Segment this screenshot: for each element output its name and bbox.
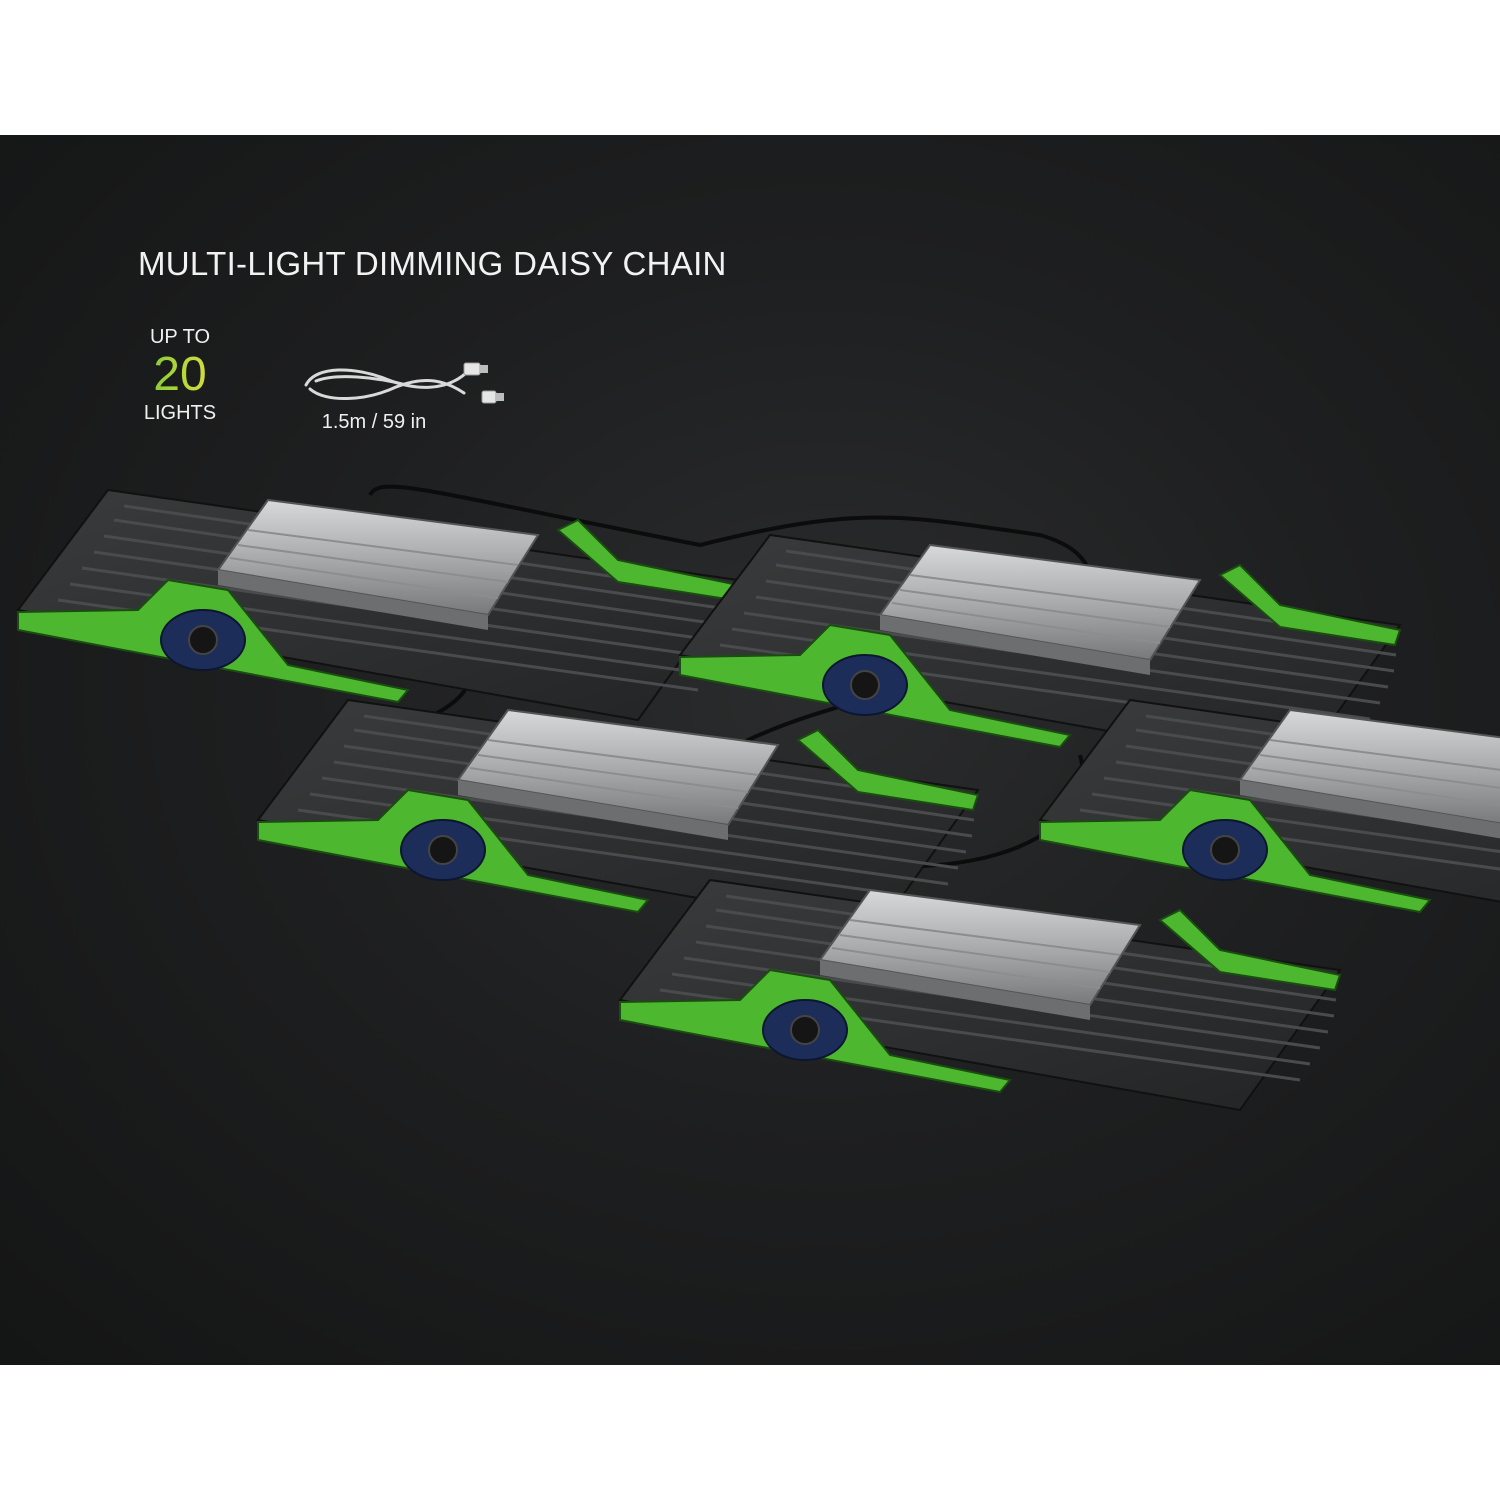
badge-suffix: LIGHTS [143, 402, 217, 424]
max-lights-badge: UP TO 20 LIGHTS [130, 325, 230, 425]
banner-panel: MULTI-LIGHT DIMMING DAISY CHAIN UP TO 20… [0, 135, 1500, 1365]
max-lights-number: 20 [130, 349, 230, 401]
grow-light-1 [16, 488, 740, 722]
cable-length: 1.5m / 59 in [321, 411, 427, 433]
grow-light-4 [1038, 698, 1500, 932]
grow-light-5 [618, 878, 1342, 1112]
badge-prefix: UP TO [149, 326, 211, 348]
daisy-chain-illustration [16, 484, 1500, 1112]
cable-icon [304, 362, 504, 404]
headline: MULTI-LIGHT DIMMING DAISY CHAIN [138, 245, 727, 282]
